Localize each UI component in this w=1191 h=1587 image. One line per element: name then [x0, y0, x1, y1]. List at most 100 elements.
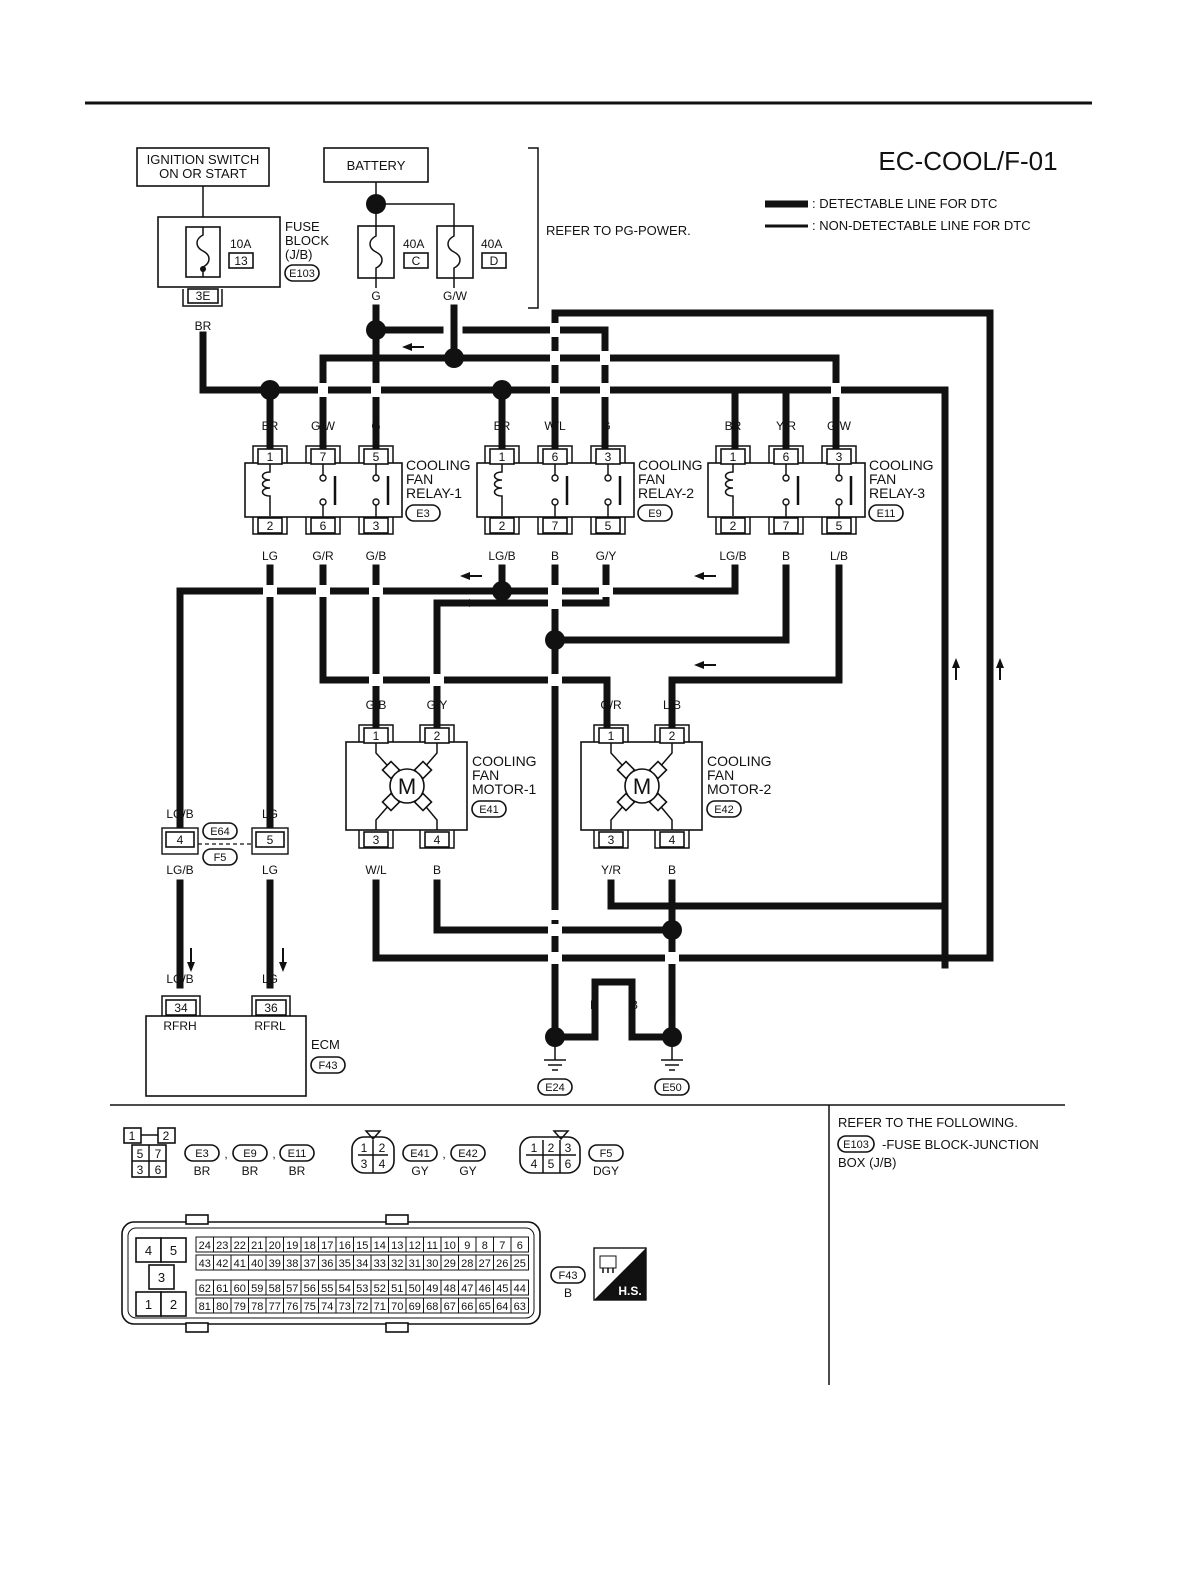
cavity-number: 7: [155, 1147, 162, 1161]
cavity-number: 80: [216, 1301, 228, 1313]
cavity-number: 38: [286, 1258, 298, 1270]
hs-label: H.S.: [618, 1284, 641, 1298]
cavity-number: 53: [356, 1283, 368, 1295]
cavity-number: 28: [461, 1258, 473, 1270]
svg-text:40A: 40A: [481, 237, 502, 251]
terminal-number: 7: [552, 519, 559, 533]
terminal-number: 6: [783, 450, 790, 464]
svg-text:Y/R: Y/R: [776, 419, 796, 433]
cavity-number: 5: [548, 1157, 555, 1171]
cavity-number: 40: [251, 1258, 263, 1270]
cavity-number: 1: [361, 1141, 368, 1155]
svg-text:B: B: [551, 998, 559, 1012]
cavity-number: 45: [496, 1283, 508, 1295]
svg-text:LG/B: LG/B: [166, 807, 193, 821]
motor-name-line: MOTOR-2: [707, 781, 772, 797]
cavity-number: 6: [517, 1240, 523, 1252]
cavity-number: 33: [374, 1258, 386, 1270]
connector-label: E42: [458, 1148, 478, 1160]
svg-text:E50: E50: [662, 1082, 682, 1094]
cavity-number: 1: [531, 1141, 538, 1155]
connector-label: E11: [288, 1148, 307, 1160]
cavity-number: 32: [391, 1258, 403, 1270]
cavity-number: 29: [444, 1258, 456, 1270]
connector-color: GY: [459, 1164, 476, 1178]
svg-text:LG: LG: [262, 863, 278, 877]
fuse-40a-d: 40A D: [436, 225, 507, 279]
relay-name-line: RELAY-3: [869, 485, 925, 501]
motor-name-line: MOTOR-1: [472, 781, 537, 797]
terminal-number: 2: [730, 519, 737, 533]
cavity-number: 24: [199, 1240, 211, 1252]
cavity-number: 9: [464, 1240, 470, 1252]
svg-text:LG: LG: [262, 549, 278, 563]
svg-text:LG: LG: [262, 807, 278, 821]
svg-text:10A: 10A: [230, 237, 251, 251]
svg-text:BR: BR: [494, 419, 511, 433]
svg-text:E24: E24: [545, 1082, 565, 1094]
cavity-number: 23: [216, 1240, 228, 1252]
separator: ,: [442, 1147, 445, 1161]
svg-text:RFRL: RFRL: [254, 1019, 286, 1033]
cavity-number: 4: [379, 1157, 386, 1171]
terminal-number: 7: [320, 450, 327, 464]
cavity-number: 1: [145, 1297, 152, 1312]
svg-text:G/R: G/R: [600, 698, 622, 712]
fuse-block: 10A 13 FUSE BLOCK (J/B) E103 3E: [157, 216, 329, 307]
svg-text:F43: F43: [319, 1060, 338, 1072]
ignition-switch: IGNITION SWITCH ON OR START: [136, 147, 270, 187]
cavity-number: 50: [409, 1283, 421, 1295]
terminal-number: 7: [783, 519, 790, 533]
cavity-number: 3: [361, 1157, 368, 1171]
relay-name-line: RELAY-2: [638, 485, 694, 501]
svg-text:LG/B: LG/B: [488, 549, 515, 563]
terminal-number: 2: [434, 729, 441, 743]
cavity-number: 27: [479, 1258, 491, 1270]
motor-symbol: M: [633, 774, 651, 799]
connector-label: E41: [479, 804, 499, 816]
svg-text:BATTERY: BATTERY: [347, 158, 406, 173]
svg-text:REFER TO THE FOLLOWING.: REFER TO THE FOLLOWING.: [838, 1115, 1018, 1130]
cavity-number: 22: [234, 1240, 246, 1252]
connector-label: E3: [195, 1148, 208, 1160]
svg-text:G/Y: G/Y: [427, 698, 448, 712]
cavity-number: 3: [158, 1270, 165, 1285]
cavity-number: 49: [426, 1283, 438, 1295]
inline-connector-e64-f5: LG/B LG 4 5 E64 F5 LG/B LG: [161, 807, 289, 877]
relay-top-wire-labels: BR G/W G BR W/L G BR Y/R G/W: [262, 419, 852, 433]
svg-text:4: 4: [177, 833, 184, 847]
svg-text:36: 36: [264, 1001, 278, 1015]
cavity-number: 3: [565, 1141, 572, 1155]
motor-bottom-wire-labels: W/L B Y/R B: [365, 863, 676, 877]
ground-e24: E24: [537, 1047, 573, 1096]
svg-text:13: 13: [234, 254, 248, 268]
svg-text:G: G: [371, 289, 380, 303]
svg-text:F5: F5: [214, 852, 227, 864]
svg-text:RFRH: RFRH: [163, 1019, 196, 1033]
terminal-number: 5: [605, 519, 612, 533]
svg-text:L/B: L/B: [663, 698, 681, 712]
svg-text:40A: 40A: [403, 237, 424, 251]
cavity-number: 48: [444, 1283, 456, 1295]
cavity-number: 60: [234, 1283, 246, 1295]
svg-text:(J/B): (J/B): [285, 247, 312, 262]
connector-color: BR: [242, 1164, 259, 1178]
svg-text:5: 5: [267, 833, 274, 847]
cavity-number: 2: [379, 1141, 386, 1155]
ground-e50: E50: [654, 1047, 690, 1096]
terminal-number: 1: [267, 450, 274, 464]
svg-text:G/W: G/W: [443, 289, 468, 303]
cavity-number: 34: [356, 1258, 368, 1270]
svg-text:BR: BR: [725, 419, 742, 433]
terminal-number: 3: [373, 519, 380, 533]
cavity-number: 56: [304, 1283, 316, 1295]
refer-pg-power: REFER TO PG-POWER.: [546, 223, 691, 238]
connector-color: B: [564, 1286, 572, 1300]
connector-color: GY: [411, 1164, 428, 1178]
svg-text:B: B: [668, 863, 676, 877]
cavity-number: 75: [304, 1301, 316, 1313]
ecm: LG/B LG 34 36 RFRH RFRL ECM F43: [145, 972, 346, 1097]
